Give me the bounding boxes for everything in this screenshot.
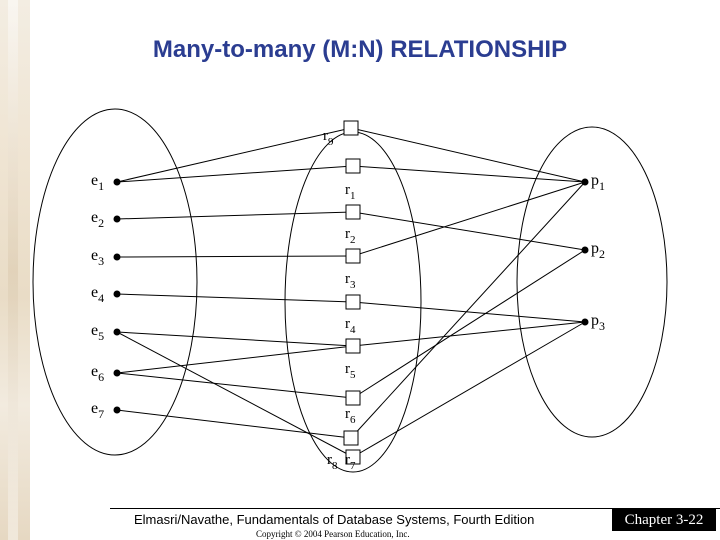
link-r5-p3 xyxy=(352,321,586,347)
label-r9: r9 xyxy=(323,128,334,148)
footer-divider xyxy=(110,508,720,509)
box-r8 xyxy=(343,430,359,446)
label-e1: e1 xyxy=(91,172,104,193)
box-r5 xyxy=(345,338,361,354)
link-r9-p1 xyxy=(350,127,586,183)
label-r7: r7 xyxy=(345,452,356,472)
link-e3-r3 xyxy=(116,255,354,258)
label-p1: p1 xyxy=(591,172,605,193)
label-e2: e2 xyxy=(91,209,104,230)
node-e5 xyxy=(113,328,121,336)
node-e3 xyxy=(113,253,121,261)
label-e4: e4 xyxy=(91,284,104,305)
link-e7-r8 xyxy=(116,409,352,439)
links-layer xyxy=(116,127,586,458)
label-r2: r2 xyxy=(345,226,356,246)
link-r3-p1 xyxy=(352,181,586,257)
entity-set-e-ellipse xyxy=(32,108,198,456)
link-e2-r2 xyxy=(116,211,354,220)
node-e7 xyxy=(113,406,121,414)
link-e5-r5 xyxy=(116,331,354,347)
node-p1 xyxy=(581,178,589,186)
link-e5-r7 xyxy=(116,331,354,458)
node-p3 xyxy=(581,318,589,326)
decorative-sidebar xyxy=(0,0,30,540)
node-p2 xyxy=(581,246,589,254)
link-e6-r6 xyxy=(116,372,354,399)
label-r1: r1 xyxy=(345,182,356,202)
slide-title: Many-to-many (M:N) RELATIONSHIP xyxy=(152,36,568,63)
link-e1-r9 xyxy=(116,127,352,183)
label-r5: r5 xyxy=(345,361,356,381)
box-r7 xyxy=(345,449,361,465)
link-e1-r1 xyxy=(116,165,354,183)
link-r7-p3 xyxy=(352,321,586,458)
link-r1-p1 xyxy=(352,165,586,183)
label-p3: p3 xyxy=(591,312,605,333)
box-r2 xyxy=(345,204,361,220)
chapter-badge: Chapter 3-22 xyxy=(612,509,716,531)
label-e3: e3 xyxy=(91,247,104,268)
link-r4-p3 xyxy=(352,301,586,323)
box-r3 xyxy=(345,248,361,264)
box-r1 xyxy=(345,158,361,174)
box-r4 xyxy=(345,294,361,310)
footer-book-title: Elmasri/Navathe, Fundamentals of Databas… xyxy=(134,512,535,527)
label-r6: r6 xyxy=(345,406,356,426)
node-e2 xyxy=(113,215,121,223)
node-e1 xyxy=(113,178,121,186)
link-r8-p1 xyxy=(350,181,586,439)
label-e6: e6 xyxy=(91,363,104,384)
box-r6 xyxy=(345,390,361,406)
link-r6-p2 xyxy=(352,249,586,399)
link-e6-r5 xyxy=(116,345,354,374)
link-e4-r4 xyxy=(116,293,354,303)
nodes-layer: e1 e2 e3 e4 e5 e6 e7 p1 p2 p3 r9 r1 r2 r3 r4 r5 r6 r8 r7 xyxy=(91,120,605,472)
label-e5: e5 xyxy=(91,322,104,343)
label-r8: r8 xyxy=(327,452,338,472)
node-e4 xyxy=(113,290,121,298)
node-e6 xyxy=(113,369,121,377)
entity-set-p-ellipse xyxy=(516,126,668,438)
label-e7: e7 xyxy=(91,400,104,421)
label-r3: r3 xyxy=(345,271,356,291)
link-r2-p2 xyxy=(352,211,586,251)
footer-copyright: Copyright © 2004 Pearson Education, Inc. xyxy=(256,529,410,539)
label-p2: p2 xyxy=(591,240,605,261)
label-r4: r4 xyxy=(345,316,356,336)
box-r9 xyxy=(343,120,359,136)
